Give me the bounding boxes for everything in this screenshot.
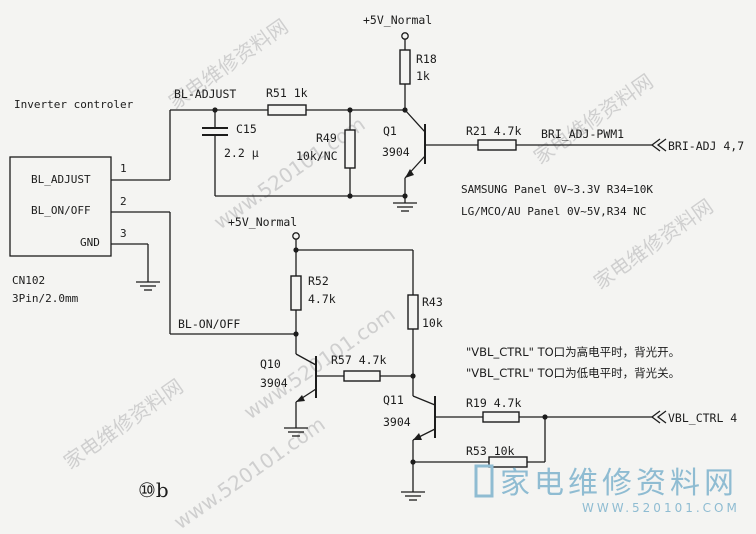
cn-pin2-label: BL_ON/OFF <box>31 204 91 217</box>
cn102-connector <box>9 156 112 257</box>
ground-symbol <box>393 202 417 212</box>
watermark: 家电维修资料网 <box>59 374 187 474</box>
junction <box>293 331 299 337</box>
vbl-connector-arrow <box>650 410 661 424</box>
q10-emitter-arrow <box>296 395 305 402</box>
r21-label: R21 4.7k <box>466 124 521 138</box>
logo-mark <box>474 464 494 498</box>
logo-text: 家电维修资料网 <box>500 466 738 501</box>
q10-type: 3904 <box>260 376 288 390</box>
watermark: 家电维修资料网 <box>529 69 657 169</box>
q11-emitter-arrow <box>413 433 422 440</box>
bl-adjust-net-label: BL-ADJUST <box>174 87 236 101</box>
pin3-number: 3 <box>120 227 127 240</box>
bri-connector-arrow <box>656 138 667 152</box>
q11-type: 3904 <box>383 415 411 429</box>
bl-onoff-net-label: BL-ON/OFF <box>178 317 240 331</box>
watermark-layer: 家电维修资料网 家电维修资料网 www.520101.com www.52010… <box>59 14 717 534</box>
vcc-mid-label: +5V_Normal <box>228 215 297 229</box>
r19-label: R19 4.7k <box>466 396 521 410</box>
inverter-label: Inverter controler <box>14 98 134 111</box>
bri-net-label: BRI_ADJ-PWM1 <box>541 127 624 141</box>
vcc-top-terminal <box>401 32 409 40</box>
r43-name: R43 <box>422 295 443 309</box>
ground-symbol <box>401 491 425 501</box>
bri-connector-arrow <box>650 138 661 152</box>
r51-resistor <box>267 104 307 116</box>
watermark: www.520101.com <box>169 412 329 534</box>
junction <box>402 107 408 113</box>
q1-emitter-arrow <box>405 169 414 178</box>
r19-resistor <box>482 411 520 423</box>
vbl-connector-arrow <box>656 410 667 424</box>
vcc-mid-terminal <box>292 232 300 240</box>
r52-resistor <box>290 275 302 311</box>
r49-name: R49 <box>316 131 337 145</box>
cn-name: CN102 <box>12 274 45 287</box>
site-logo: 家电维修资料网 WWW.520101.COM <box>474 464 740 515</box>
r57-resistor <box>343 370 381 382</box>
r49-value: 10k/NC <box>296 149 338 163</box>
vbl-input-label: VBL_CTRL 4 <box>668 411 737 425</box>
cn-pin3-label: GND <box>80 236 100 249</box>
r18-resistor <box>399 49 411 85</box>
pin2-number: 2 <box>120 195 127 208</box>
bri-input-label: BRI-ADJ 4,7 <box>668 139 744 153</box>
junction <box>402 193 408 199</box>
figure-id: ⑩b <box>138 478 169 502</box>
c15-value: 2.2 μ <box>224 146 259 160</box>
q1-collector <box>404 109 426 133</box>
note-vbl-high: "VBL_CTRL" TO口为高电平时，背光开。 <box>466 345 680 359</box>
q1-type: 3904 <box>382 145 410 159</box>
r49-resistor <box>344 129 356 169</box>
ground-symbol <box>284 427 308 437</box>
cn-pin1-label: BL_ADJUST <box>31 173 91 186</box>
r43-resistor <box>407 294 419 330</box>
c15-name: C15 <box>236 122 257 136</box>
vcc-top-label: +5V_Normal <box>363 13 432 27</box>
r57-label: R57 4.7k <box>331 353 386 367</box>
q10-name: Q10 <box>260 357 281 371</box>
r18-value: 1k <box>416 69 430 83</box>
q1-name: Q1 <box>383 124 397 138</box>
r52-name: R52 <box>308 274 329 288</box>
pin1-number: 1 <box>120 162 127 175</box>
q11-name: Q11 <box>383 393 404 407</box>
r43-value: 10k <box>422 316 443 330</box>
note-samsung: SAMSUNG Panel 0V~3.3V R34=10K <box>461 183 653 196</box>
r53-label: R53 10k <box>466 444 515 458</box>
r21-resistor <box>477 139 517 151</box>
ground-symbol <box>136 281 160 291</box>
r51-label: R51 1k <box>266 86 308 100</box>
q10-collector <box>295 353 317 366</box>
logo-url: WWW.520101.COM <box>582 501 740 515</box>
note-lg: LG/MCO/AU Panel 0V~5V,R34 NC <box>461 205 646 218</box>
cn-desc: 3Pin/2.0mm <box>12 292 79 305</box>
q11-collector <box>412 395 436 406</box>
r52-value: 4.7k <box>308 292 336 306</box>
r18-name: R18 <box>416 52 437 66</box>
note-vbl-low: "VBL_CTRL" TO口为低电平时，背光关。 <box>466 366 680 380</box>
